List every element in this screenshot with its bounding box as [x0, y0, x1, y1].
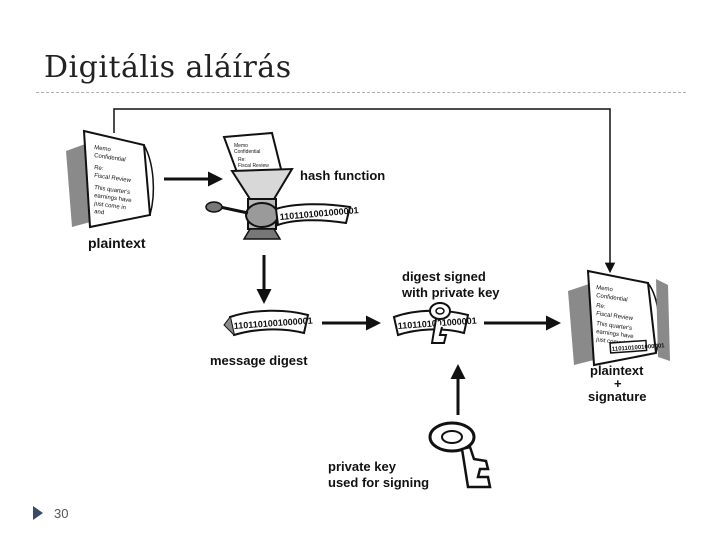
- footer-bullet-arrow-icon: [33, 506, 43, 520]
- plaintext-document-icon: Memo Confidential Re: Fiscal Review This…: [66, 129, 155, 229]
- signature-bits-text: 1101101001000001: [612, 343, 666, 353]
- private-key-label-line1: private key: [328, 459, 397, 474]
- doc-text-line: Fiscal Review: [238, 163, 269, 169]
- plaintext-to-result-arrow: [113, 108, 616, 274]
- signed-digest-icon: 1101101001000001: [392, 302, 477, 344]
- hash-function-label: hash function: [300, 168, 385, 183]
- doc-text-line: Memo: [596, 285, 614, 293]
- doc-text-line: Confidential: [234, 149, 260, 155]
- slide-title: Digitális aláírás: [44, 50, 292, 85]
- title-divider: [36, 92, 686, 93]
- grinder-digest-ribbon: 1101101001000001: [274, 203, 359, 227]
- doc-text-line: Memo: [234, 143, 248, 149]
- doc-text-line: This quarter's: [94, 185, 131, 196]
- message-digest-label: message digest: [210, 353, 308, 368]
- private-key-label-line2: used for signing: [328, 475, 429, 490]
- doc-text-line: and: [94, 209, 105, 216]
- doc-text-line: Confidential: [596, 293, 628, 303]
- doc-text-line: just come in: [93, 201, 127, 212]
- doc-text-line: Fiscal Review: [596, 311, 634, 322]
- doc-text-line: earnings have: [596, 329, 635, 340]
- digital-signature-diagram: Memo Confidential Re: Fiscal Review This…: [64, 103, 692, 495]
- result-label-line2: signature: [588, 389, 647, 404]
- digest-signed-label-line2: with private key: [401, 285, 500, 300]
- digest-signed-label-line1: digest signed: [402, 269, 486, 284]
- signed-document-icon: Memo Confidential Re: Fiscal Review This…: [568, 269, 670, 367]
- doc-text-line: Re:: [238, 157, 246, 163]
- doc-text-line: earnings have: [94, 193, 133, 204]
- doc-text-line: Confidential: [94, 153, 126, 163]
- message-digest-ribbon: 1101101001000001: [223, 309, 313, 337]
- doc-text-line: Memo: [94, 145, 112, 153]
- doc-text-line: This quarter's: [596, 321, 633, 332]
- page-number: 30: [54, 506, 69, 521]
- doc-text-line: Re:: [94, 165, 104, 172]
- result-label-line1: plaintext: [590, 363, 644, 378]
- result-label-plus: +: [614, 376, 622, 391]
- plaintext-label: plaintext: [88, 235, 146, 251]
- private-key-icon: [428, 421, 492, 489]
- doc-text-line: Re:: [596, 303, 606, 310]
- doc-text-line: Fiscal Review: [94, 173, 132, 184]
